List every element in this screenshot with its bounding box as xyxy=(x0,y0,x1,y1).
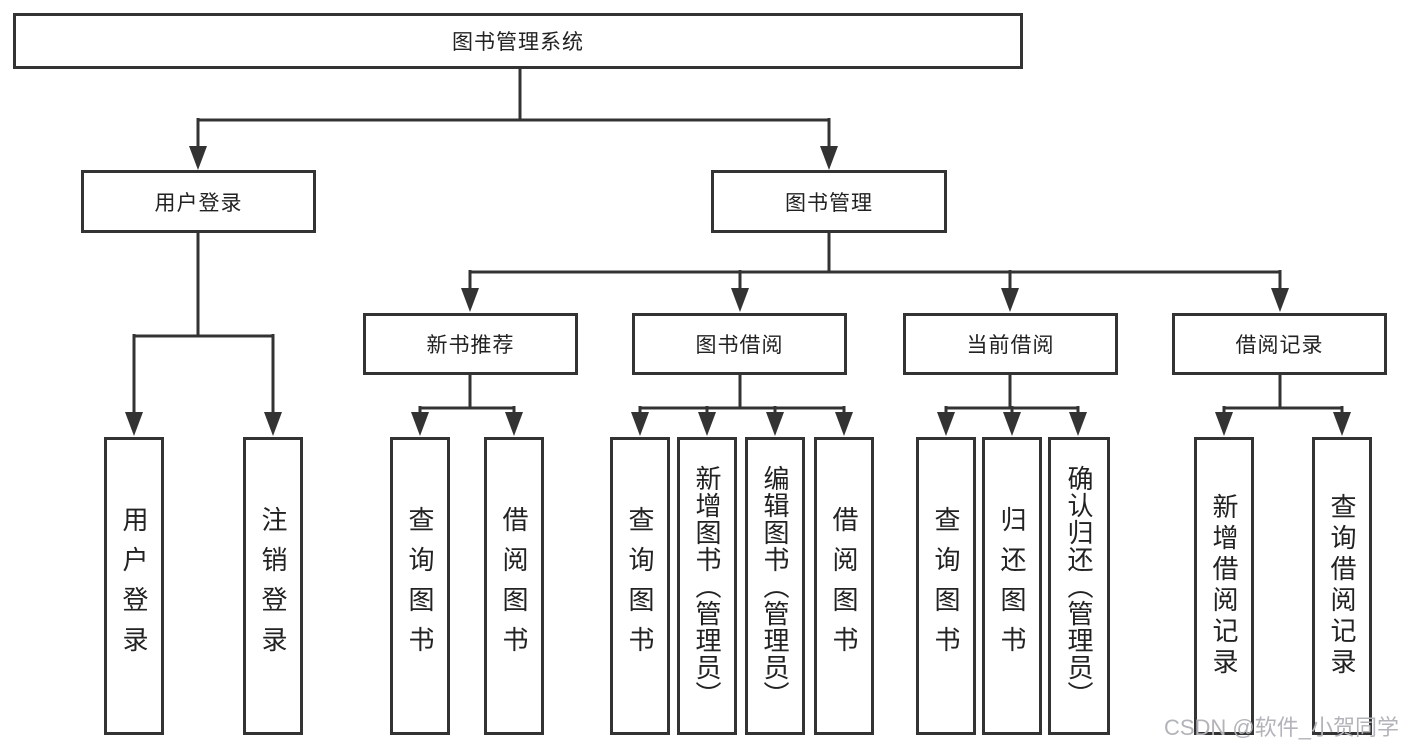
node-user-login: 用户登录 xyxy=(81,170,316,233)
node-leaf-confirm-return-admin-label: 确认归还（管理员） xyxy=(1064,464,1094,708)
edge-user-login-branch xyxy=(132,233,275,414)
node-leaf-borrow-books-1-label: 借阅图书 xyxy=(499,506,529,666)
node-leaf-return-books-label: 归还图书 xyxy=(997,506,1027,666)
node-leaf-query-books-2-label: 查询图书 xyxy=(625,506,655,666)
node-leaf-query-borrow-record-label: 查询借阅记录 xyxy=(1327,493,1357,679)
node-user-login-label: 用户登录 xyxy=(154,191,243,215)
edge-book-borrow-branch xyxy=(638,375,846,415)
edge-borrow-records-branch xyxy=(1222,375,1344,415)
edge-book-management-branch xyxy=(468,233,1282,291)
edge-root-to-level2 xyxy=(196,69,831,150)
node-leaf-user-login: 用户登录 xyxy=(104,437,164,735)
node-leaf-query-books-3-label: 查询图书 xyxy=(931,506,961,666)
node-leaf-add-books-admin-label: 新增图书（管理员） xyxy=(692,464,722,708)
node-leaf-query-books-3: 查询图书 xyxy=(916,437,976,735)
node-leaf-query-books-1: 查询图书 xyxy=(390,437,450,735)
node-borrow-records: 借阅记录 xyxy=(1172,313,1387,375)
node-leaf-add-borrow-record: 新增借阅记录 xyxy=(1194,437,1254,735)
node-leaf-query-books-2: 查询图书 xyxy=(610,437,670,735)
node-new-book-recommend-label: 新书推荐 xyxy=(426,334,515,357)
node-leaf-add-borrow-record-label: 新增借阅记录 xyxy=(1209,493,1239,679)
watermark: CSDN @软件_小贺同学 xyxy=(1163,715,1399,740)
node-book-borrow-label: 图书借阅 xyxy=(695,334,784,357)
node-leaf-logout: 注销登录 xyxy=(243,437,303,735)
node-current-borrow: 当前借阅 xyxy=(903,313,1118,375)
node-leaf-return-books: 归还图书 xyxy=(982,437,1042,735)
node-leaf-query-books-1-label: 查询图书 xyxy=(405,506,435,666)
node-borrow-records-label: 借阅记录 xyxy=(1235,334,1324,357)
node-current-borrow-label: 当前借阅 xyxy=(966,334,1055,357)
node-leaf-user-login-label: 用户登录 xyxy=(119,506,149,666)
node-leaf-edit-books-admin: 编辑图书（管理员） xyxy=(745,437,805,735)
node-root-label: 图书管理系统 xyxy=(452,31,584,54)
node-book-borrow: 图书借阅 xyxy=(632,313,847,375)
node-leaf-query-borrow-record: 查询借阅记录 xyxy=(1312,437,1372,735)
node-leaf-borrow-books-2: 借阅图书 xyxy=(814,437,874,735)
node-new-book-recommend: 新书推荐 xyxy=(363,313,578,375)
node-leaf-borrow-books-2-label: 借阅图书 xyxy=(829,506,859,666)
node-leaf-logout-label: 注销登录 xyxy=(258,506,288,666)
node-root: 图书管理系统 xyxy=(13,13,1023,69)
node-book-management-label: 图书管理 xyxy=(785,191,873,215)
node-leaf-borrow-books-1: 借阅图书 xyxy=(484,437,544,735)
edge-new-book-recommend-branch xyxy=(418,375,516,415)
node-book-management: 图书管理 xyxy=(711,170,947,233)
edge-current-borrow-branch xyxy=(944,375,1080,415)
node-leaf-add-books-admin: 新增图书（管理员） xyxy=(677,437,737,735)
arrowheads xyxy=(125,146,1351,436)
node-leaf-edit-books-admin-label: 编辑图书（管理员） xyxy=(760,464,790,708)
node-leaf-confirm-return-admin: 确认归还（管理员） xyxy=(1048,437,1110,735)
